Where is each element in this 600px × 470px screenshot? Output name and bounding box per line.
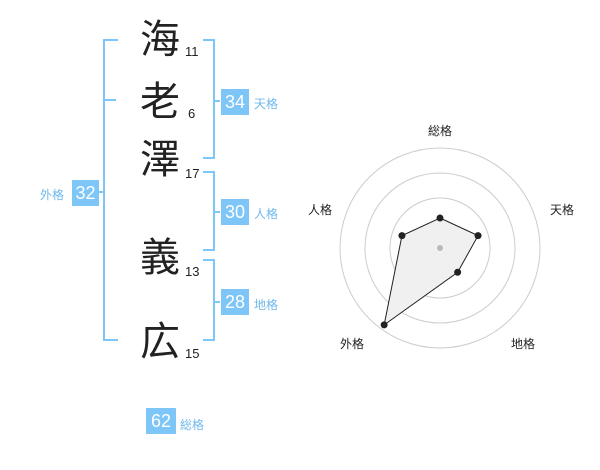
tenkaku-badge: 34	[221, 89, 249, 115]
chikaku-badge: 28	[221, 289, 249, 315]
stroke-count-1: 11	[185, 44, 199, 59]
radar-center-dot	[437, 245, 443, 251]
soukaku-badge: 62	[146, 408, 176, 434]
radar-ring	[339, 147, 541, 349]
radar-point	[474, 232, 482, 240]
name-char-5: 広	[140, 319, 180, 365]
gaikaku-label: 外格	[40, 188, 65, 202]
chikaku-bracket	[203, 259, 215, 341]
stroke-count-5: 15	[185, 346, 200, 361]
radar-ring	[389, 197, 491, 299]
name-char-1: 海	[140, 17, 180, 63]
stroke-count-3: 17	[185, 166, 200, 181]
name-char-3: 澤	[140, 137, 180, 183]
stroke-count-4: 13	[185, 264, 200, 279]
gaikaku-badge: 32	[72, 180, 99, 206]
tenkaku-bracket	[203, 39, 215, 159]
chikaku-label: 地格	[254, 298, 279, 312]
gaikaku-bracket	[103, 39, 118, 341]
radar-label-jinkaku: 人格	[308, 203, 333, 217]
radar-ring	[364, 172, 516, 324]
radar-label-tenkaku: 天格	[550, 203, 575, 217]
radar-label-soukaku: 総格	[428, 124, 453, 138]
radar-label-chikaku: 地格	[511, 337, 536, 351]
name-char-2: 老	[140, 79, 180, 125]
jinkaku-badge: 30	[221, 199, 249, 225]
name-char-4: 義	[140, 235, 180, 281]
radar-label-gaikaku: 外格	[340, 337, 365, 351]
stroke-count-2: 6	[188, 106, 196, 121]
radar-point	[380, 321, 388, 329]
radar-polygon	[383, 217, 479, 326]
radar-point	[398, 232, 406, 240]
radar-point	[436, 214, 444, 222]
radar-point	[454, 268, 462, 276]
tenkaku-label: 天格	[254, 97, 279, 111]
soukaku-label: 総格	[180, 418, 205, 432]
jinkaku-label: 人格	[254, 207, 279, 221]
